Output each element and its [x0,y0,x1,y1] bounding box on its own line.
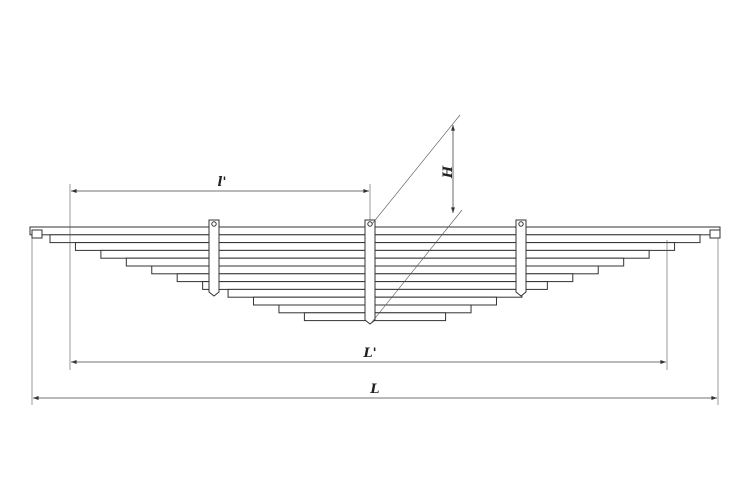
spring-clamps [208,219,527,325]
center-bolt [364,219,376,325]
clamp-left [208,219,220,297]
spring-eye-left [31,229,43,239]
effective-length-dimension: L' [71,240,668,370]
arc-height-construction: H [371,114,463,323]
overall-length-dimension: L [31,238,719,405]
spring-eye-right [709,229,721,239]
half-length-label: l' [218,175,227,190]
arc-height-label: H [441,165,456,179]
effective-length-label: L' [362,346,376,361]
clamp-right [515,219,527,297]
upper-construction-line [371,114,461,225]
overall-length-label: L [369,382,379,397]
half-length-dimension: l' [69,175,371,370]
lower-construction-line [371,209,463,323]
